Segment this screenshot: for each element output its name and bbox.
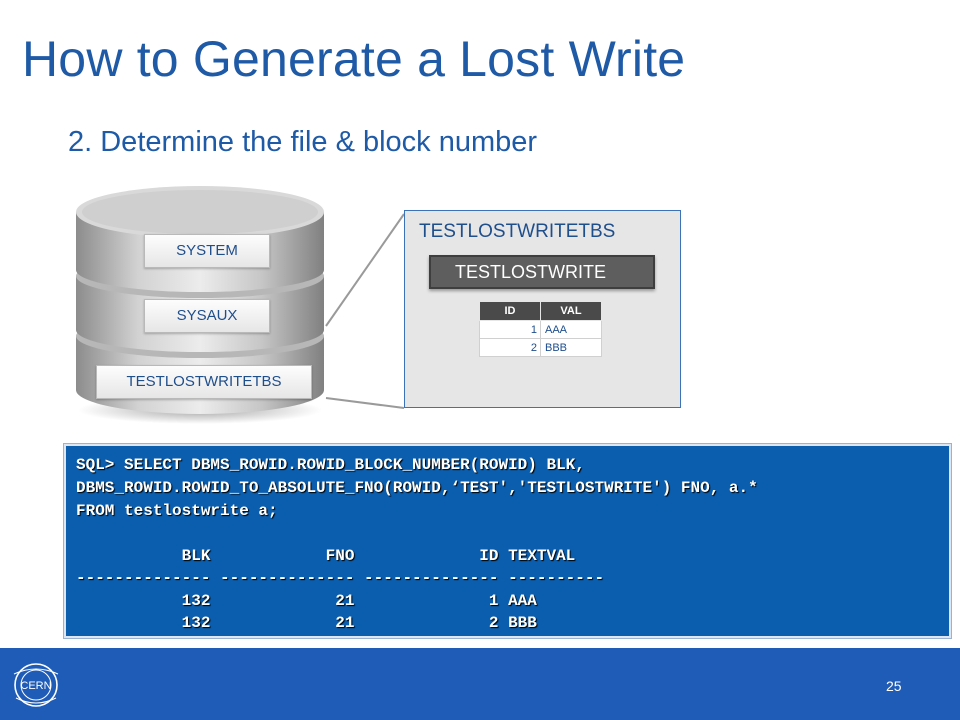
sql-result-separator: -------------- -------------- ----------…: [76, 569, 605, 587]
sql-output-box: SQL> SELECT DBMS_ROWID.ROWID_BLOCK_NUMBE…: [64, 444, 951, 638]
callout-tablespace-title: TESTLOSTWRITETBS: [419, 221, 616, 242]
table-name-label: TESTLOSTWRITE: [429, 255, 655, 289]
sql-line: DBMS_ROWID.ROWID_TO_ABSOLUTE_FNO(ROWID,‘…: [76, 479, 758, 497]
table-row: 2 BBB: [479, 338, 602, 357]
cell-val: BBB: [540, 338, 602, 357]
table-header-row: ID VAL: [479, 301, 602, 321]
cell-val: AAA: [540, 320, 602, 339]
cell-id: 2: [479, 338, 541, 357]
slide-subtitle: 2. Determine the file & block number: [68, 126, 538, 158]
tablespace-system: SYSTEM: [144, 234, 270, 268]
sql-result-row: 132 21 2 BBB: [76, 614, 537, 632]
database-cylinder: SYSTEM SYSAUX TESTLOSTWRITETBS: [70, 178, 334, 428]
tablespace-callout: TESTLOSTWRITETBS TESTLOSTWRITE ID VAL 1 …: [404, 210, 681, 408]
sample-data-table: ID VAL 1 AAA 2 BBB: [479, 301, 602, 357]
sql-result-header: BLK FNO ID TEXTVAL: [76, 547, 576, 565]
sql-line: FROM testlostwrite a;: [76, 502, 278, 520]
sql-line: SQL> SELECT DBMS_ROWID.ROWID_BLOCK_NUMBE…: [76, 456, 585, 474]
column-header-id: ID: [479, 301, 541, 321]
cern-logo-icon: CERN: [13, 663, 59, 707]
cern-logo-text: CERN: [20, 680, 51, 692]
tablespace-testlostwritetbs: TESTLOSTWRITETBS: [96, 365, 312, 399]
tablespace-sysaux: SYSAUX: [144, 299, 270, 333]
sql-result-row: 132 21 1 AAA: [76, 592, 537, 610]
footer-bar: [0, 648, 960, 720]
page-number: 25: [886, 678, 902, 694]
column-header-val: VAL: [540, 301, 602, 321]
slide-title: How to Generate a Lost Write: [22, 31, 686, 87]
table-row: 1 AAA: [479, 320, 602, 339]
cell-id: 1: [479, 320, 541, 339]
